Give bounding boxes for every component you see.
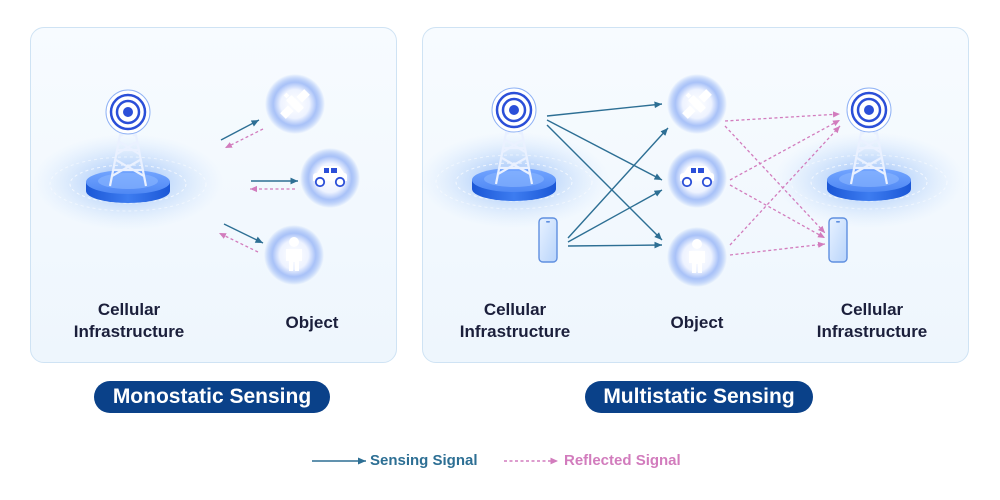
multistatic-sensing-arrows (546, 101, 669, 249)
legend-sensing-label: Sensing Signal (370, 452, 478, 469)
multistatic-tx-label: Cellular Infrastructure (459, 300, 571, 341)
multistatic-rx-tower-icon (772, 86, 966, 230)
multistatic-rx-phone-icon (828, 217, 848, 263)
multistatic-rx-label: Cellular Infrastructure (816, 300, 928, 341)
monostatic-tower-icon (31, 88, 225, 232)
multistatic-object-label: Object (670, 313, 724, 332)
monostatic-title: Monostatic Sensing (94, 381, 330, 413)
multistatic-reflected-arrows (724, 111, 841, 256)
monostatic-tower-label: Cellular Infrastructure (73, 300, 185, 341)
multistatic-tx-phone-icon (538, 217, 558, 263)
monostatic-object-label: Object (285, 313, 339, 332)
legend-reflected-label: Reflected Signal (564, 452, 681, 469)
multistatic-title: Multistatic Sensing (585, 381, 813, 413)
monostatic-arrows (218, 119, 298, 253)
